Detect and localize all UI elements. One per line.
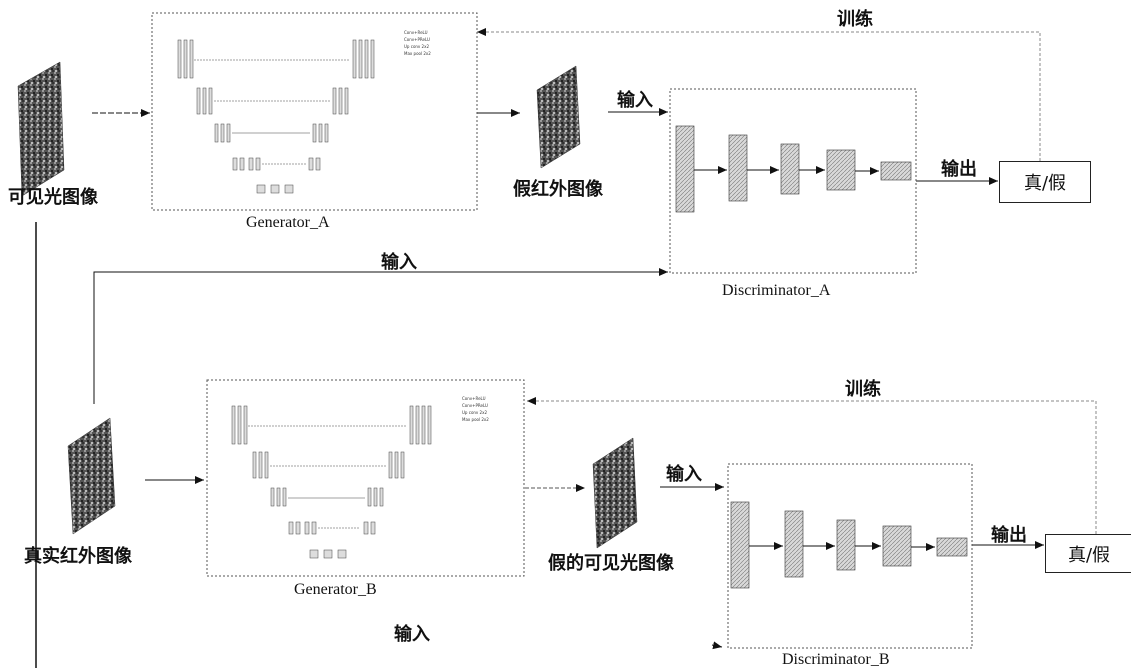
real-fake-label-b: 真/假: [1067, 544, 1111, 566]
output-label-b: 输出: [991, 525, 1027, 546]
feedback-line-bottom: [527, 397, 1097, 534]
disc-b-layer-1: [730, 501, 750, 589]
real-ir-image-thumbnail: [67, 417, 116, 535]
real-ir-image-label: 真实红外图像: [24, 546, 132, 567]
discriminator-b-caption: Discriminator_B: [782, 651, 890, 668]
legend-a-item-4: Max pool 2x2: [404, 51, 431, 56]
disc-b-layer-5: [936, 537, 968, 557]
disc-a-layer-2: [728, 134, 748, 202]
fake-visible-image-label: 假的可见光图像: [548, 553, 674, 574]
fake-visible-image-thumbnail: [592, 437, 638, 549]
train-label-top: 训练: [837, 9, 873, 30]
disc-b-layer-3: [836, 519, 856, 571]
real-fake-box-a: 真/假: [999, 161, 1091, 203]
legend-b-item-1: Conv+ReLU: [462, 396, 486, 401]
legend-b-item-3: Up conv 2x2: [462, 410, 487, 415]
fake-ir-image-label: 假红外图像: [513, 179, 603, 200]
disc-a-layer-3: [780, 143, 800, 195]
input-label-bottom: 输入: [394, 624, 430, 645]
feedback-line-top: [477, 28, 1041, 161]
generator-a-panel: Conv+ReLU Conv+PReLU Up conv 2x2 Max poo…: [151, 12, 478, 211]
legend-a-item-1: Conv+ReLU: [404, 30, 428, 35]
legend-b-item-4: Max pool 2x2: [462, 417, 489, 422]
real-fake-label-a: 真/假: [1023, 173, 1067, 194]
discriminator-a-panel: [669, 88, 917, 274]
disc-a-layer-1: [675, 125, 695, 213]
fake-ir-image-thumbnail: [536, 65, 581, 169]
unet-legend-b: Conv+ReLU Conv+PReLU Up conv 2x2 Max poo…: [462, 396, 489, 422]
generator-b-caption: Generator_B: [294, 581, 377, 598]
real-fake-box-b: 真/假: [1045, 534, 1131, 573]
legend-a-item-2: Conv+PReLU: [404, 37, 430, 42]
visible-image-label: 可见光图像: [8, 187, 98, 208]
discriminator-a-caption: Discriminator_A: [722, 282, 831, 299]
arrow-bottom-input-disc-b: [711, 641, 723, 650]
train-label-bottom: 训练: [845, 379, 881, 400]
disc-a-layer-5: [880, 161, 912, 181]
disc-b-layer-2: [784, 510, 804, 578]
unet-legend-a: Conv+ReLU Conv+PReLU Up conv 2x2 Max poo…: [404, 30, 431, 56]
legend-b-item-2: Conv+PReLU: [462, 403, 488, 408]
visible-image-thumbnail: [17, 61, 65, 197]
legend-a-item-3: Up conv 2x2: [404, 44, 429, 49]
discriminator-b-panel: [727, 463, 973, 649]
input-label-real-ir-path: 输入: [381, 252, 417, 273]
input-label-disc-b: 输入: [666, 464, 702, 485]
disc-a-layer-4: [826, 149, 856, 191]
generator-a-caption: Generator_A: [246, 214, 330, 231]
input-label-disc-a: 输入: [617, 90, 653, 111]
unet-diagram-b: [231, 405, 432, 559]
disc-b-layer-4: [882, 525, 912, 567]
unet-diagram-a: [177, 39, 375, 194]
arrow-real-ir-to-disc-a: [93, 268, 668, 404]
output-label-a: 输出: [941, 159, 977, 180]
generator-b-panel: Conv+ReLU Conv+PReLU Up conv 2x2 Max poo…: [206, 379, 525, 577]
